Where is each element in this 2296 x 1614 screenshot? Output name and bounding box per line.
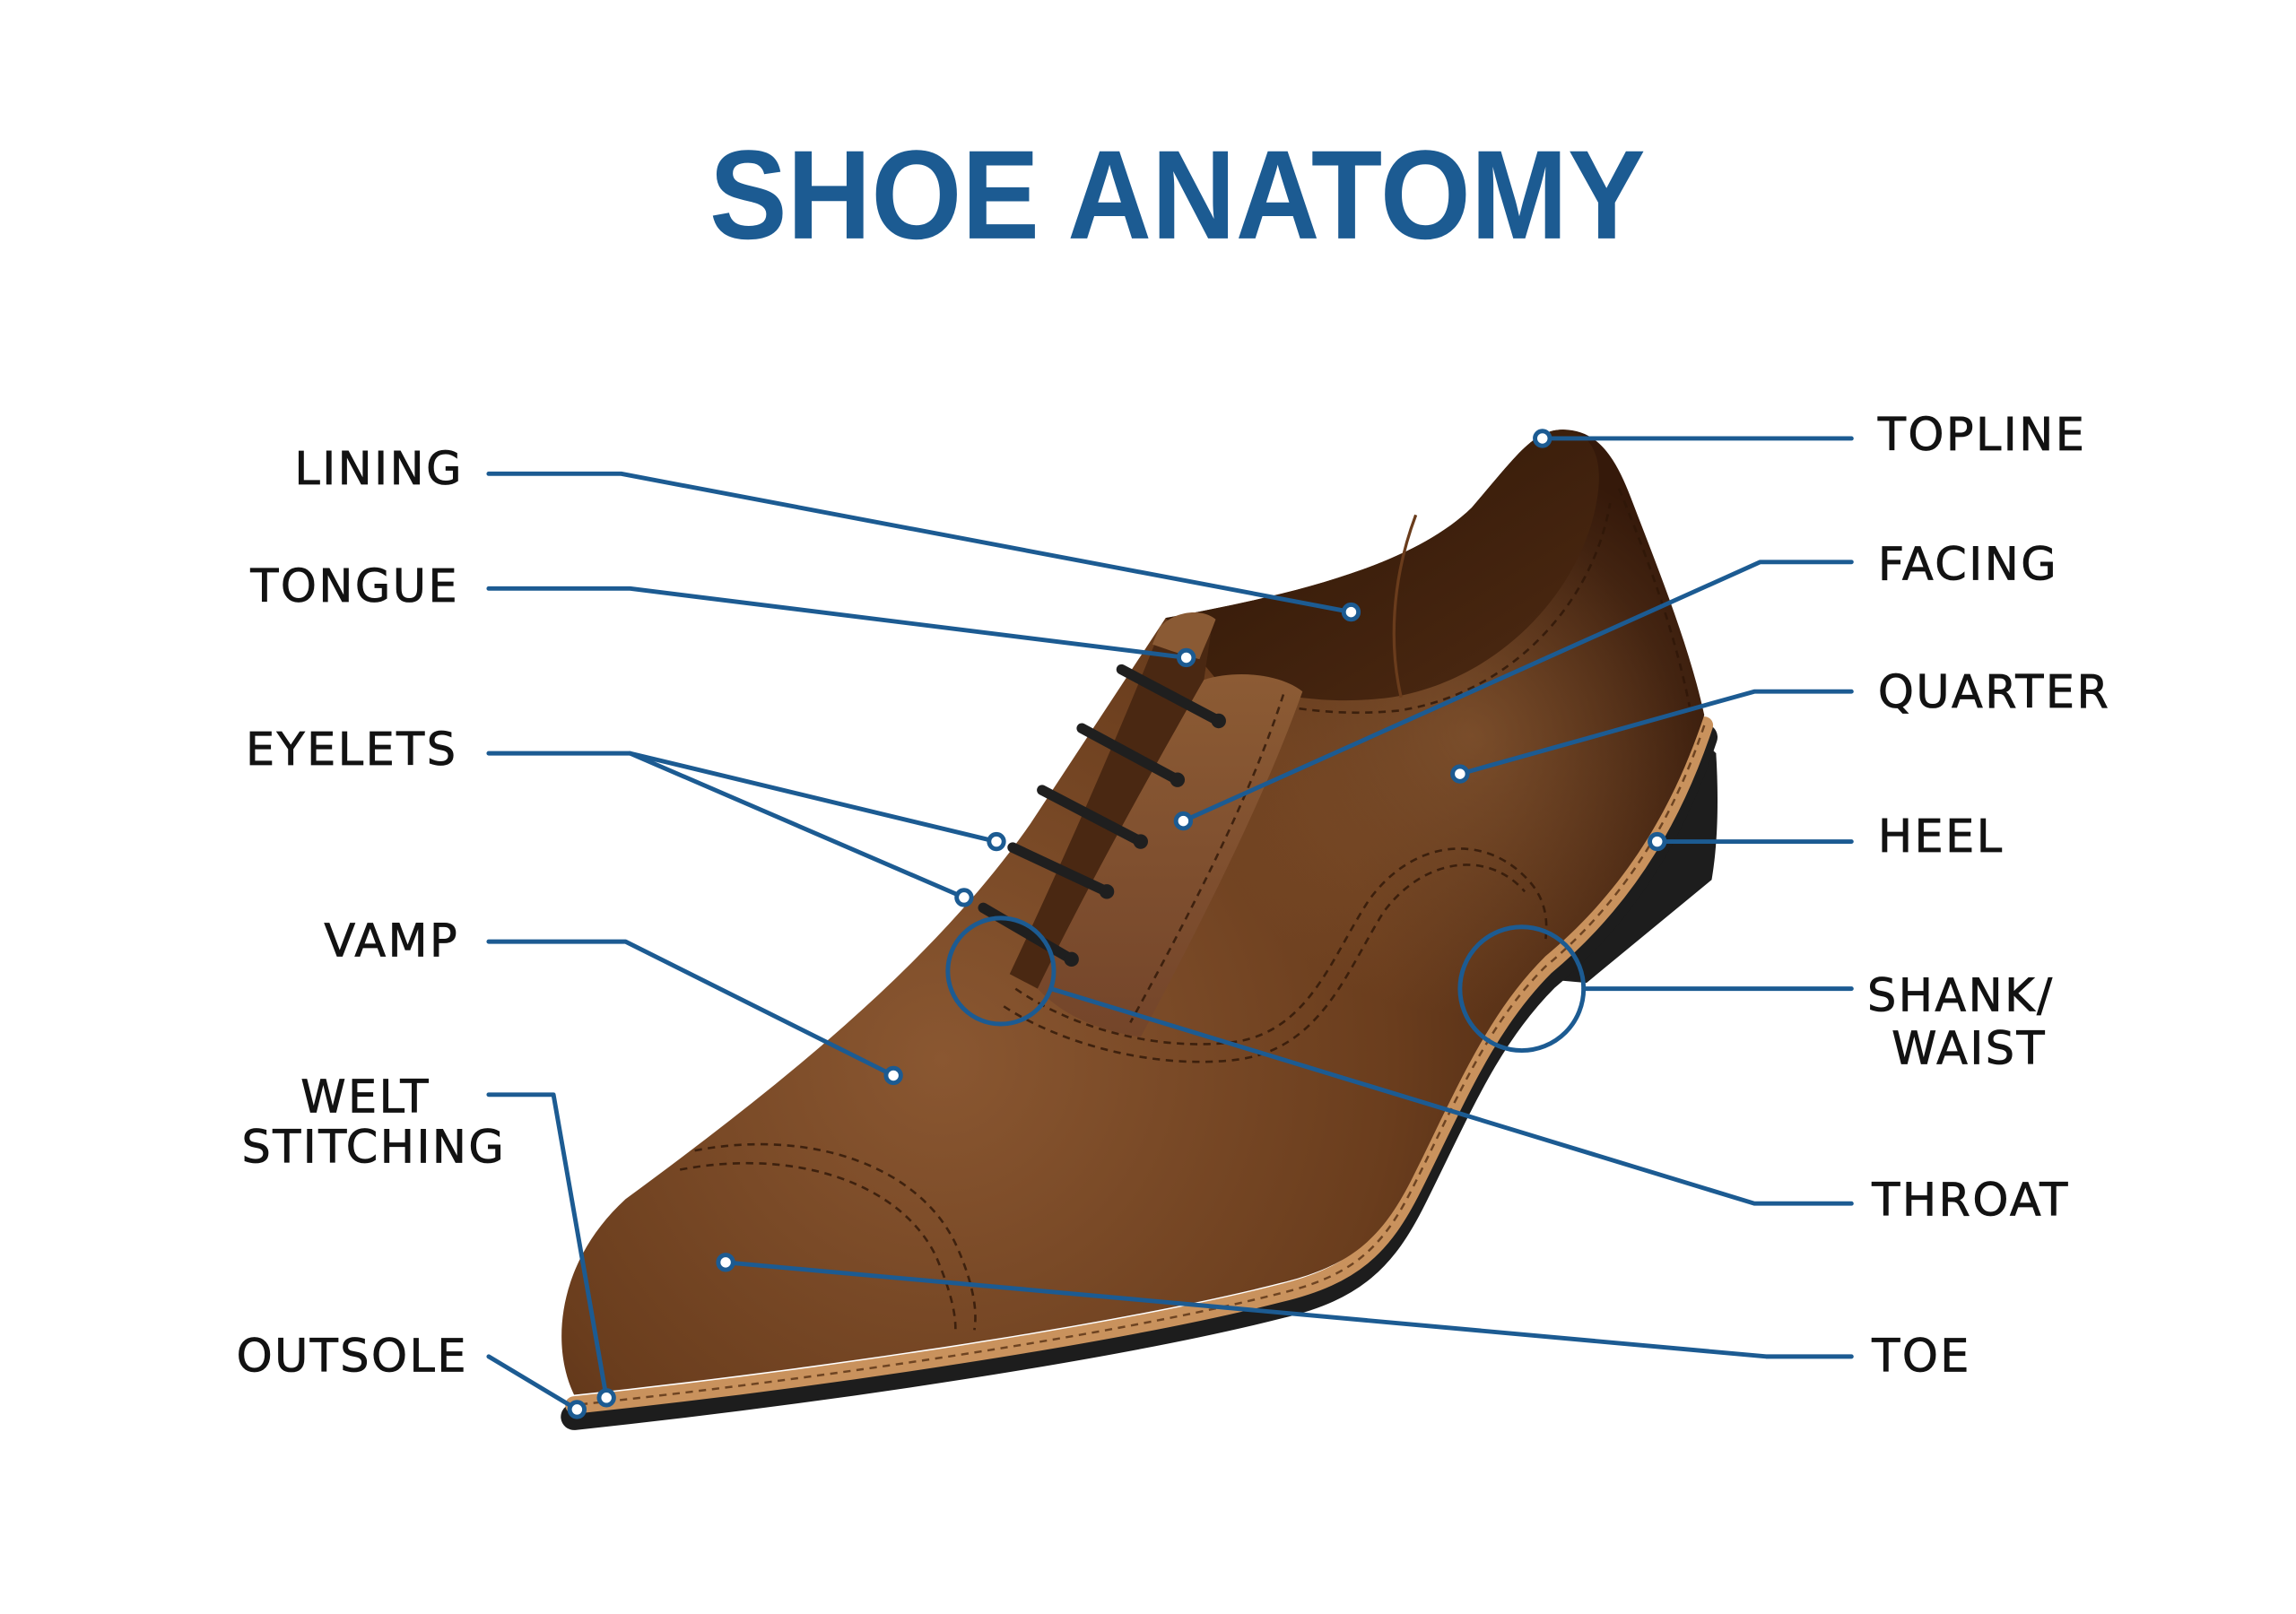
shoe-facing [1037, 673, 1303, 1037]
label-shank-waist-line-1: SHANK/ [1867, 968, 2055, 1021]
labels-right: TOPLINE FACING QUARTER HEEL SHANK/ WAIST… [1867, 408, 2110, 1383]
leader-line-throat [1048, 986, 1854, 1206]
heel-counter-stitch [1617, 488, 1692, 707]
quarter-seam-outer [1014, 847, 1548, 1046]
labels-left: LINING TONGUE EYELETS VAMP WELT STITCHIN… [236, 441, 507, 1382]
leader-line-tongue [486, 586, 1189, 660]
label-heel: HEEL [1878, 810, 2005, 863]
lining-seam [1392, 514, 1418, 699]
label-lining: LINING [294, 442, 464, 495]
label-facing: FACING [1878, 537, 2058, 590]
label-throat: THROAT [1871, 1173, 2069, 1226]
shoe-tongue [1152, 612, 1216, 660]
callout-dot-welt-stitching [596, 1388, 616, 1408]
label-welt-stitching-line-2: STITCHING [242, 1120, 507, 1173]
callout-dot-heel [1648, 831, 1667, 852]
lace [1076, 723, 1183, 785]
leader-line-facing [1180, 560, 1854, 824]
eyelet [1211, 713, 1226, 729]
callouts [486, 429, 1854, 1419]
lace [1007, 842, 1112, 898]
label-welt-stitching-line-1: WELT [300, 1070, 430, 1123]
shoe-illustration [561, 430, 1718, 1430]
label-vamp: VAMP [324, 915, 459, 968]
label-eyelets: EYELETS [246, 723, 457, 776]
callout-dot-topline [1533, 429, 1552, 448]
label-toe: TOE [1871, 1329, 1971, 1382]
leader-line-vamp [486, 939, 896, 1078]
leader-line-eyelets-lower [627, 751, 967, 900]
callout-dot-lining [1341, 602, 1361, 622]
callout-dot-outsole [567, 1400, 587, 1419]
label-shank-waist: SHANK/ WAIST [1867, 968, 2071, 1074]
eyelet [1170, 772, 1186, 787]
callout-dot-vamp [883, 1065, 903, 1086]
callout-dot-toe [716, 1253, 735, 1272]
label-quarter: QUARTER [1878, 665, 2110, 718]
label-welt-stitching: WELT STITCHING [242, 1070, 507, 1173]
callout-dot-tongue [1176, 647, 1196, 668]
leader-line-lining [486, 471, 1353, 615]
leader-line-eyelets-upper [486, 751, 999, 845]
leader-line-toe [723, 1260, 1854, 1359]
callout-dot-facing [1173, 811, 1194, 831]
shoe-laces [978, 664, 1226, 968]
leader-line-outsole [486, 1354, 579, 1412]
shoe-lining [1165, 430, 1599, 701]
page-title: SHOE ANATOMY [709, 124, 1646, 265]
eyelet [1064, 951, 1079, 968]
lace [1116, 664, 1224, 726]
label-topline: TOPLINE [1877, 408, 2087, 461]
leader-line-quarter [1457, 689, 1854, 777]
leader-line-welt-stitching [486, 1092, 609, 1401]
toe-cap-seam-outer [694, 1142, 977, 1331]
toe-cap-seam-inner [679, 1161, 957, 1335]
label-outsole: OUTSOLE [237, 1329, 468, 1382]
eyelet [1133, 834, 1148, 849]
lace [1037, 785, 1146, 847]
eyelet [1099, 884, 1115, 899]
lacing-slit [1009, 614, 1213, 989]
callout-dot-quarter [1450, 764, 1470, 784]
callout-ring-throat [945, 915, 1057, 1027]
callout-dot-eyelets-upper [987, 831, 1006, 852]
callout-dot-eyelets-lower [954, 888, 974, 907]
facing-stitch [1129, 694, 1285, 1024]
label-shank-waist-line-2: WAIST [1892, 1021, 2047, 1074]
label-tongue: TONGUE [249, 560, 459, 612]
welt-stitch-line [573, 725, 1706, 1407]
